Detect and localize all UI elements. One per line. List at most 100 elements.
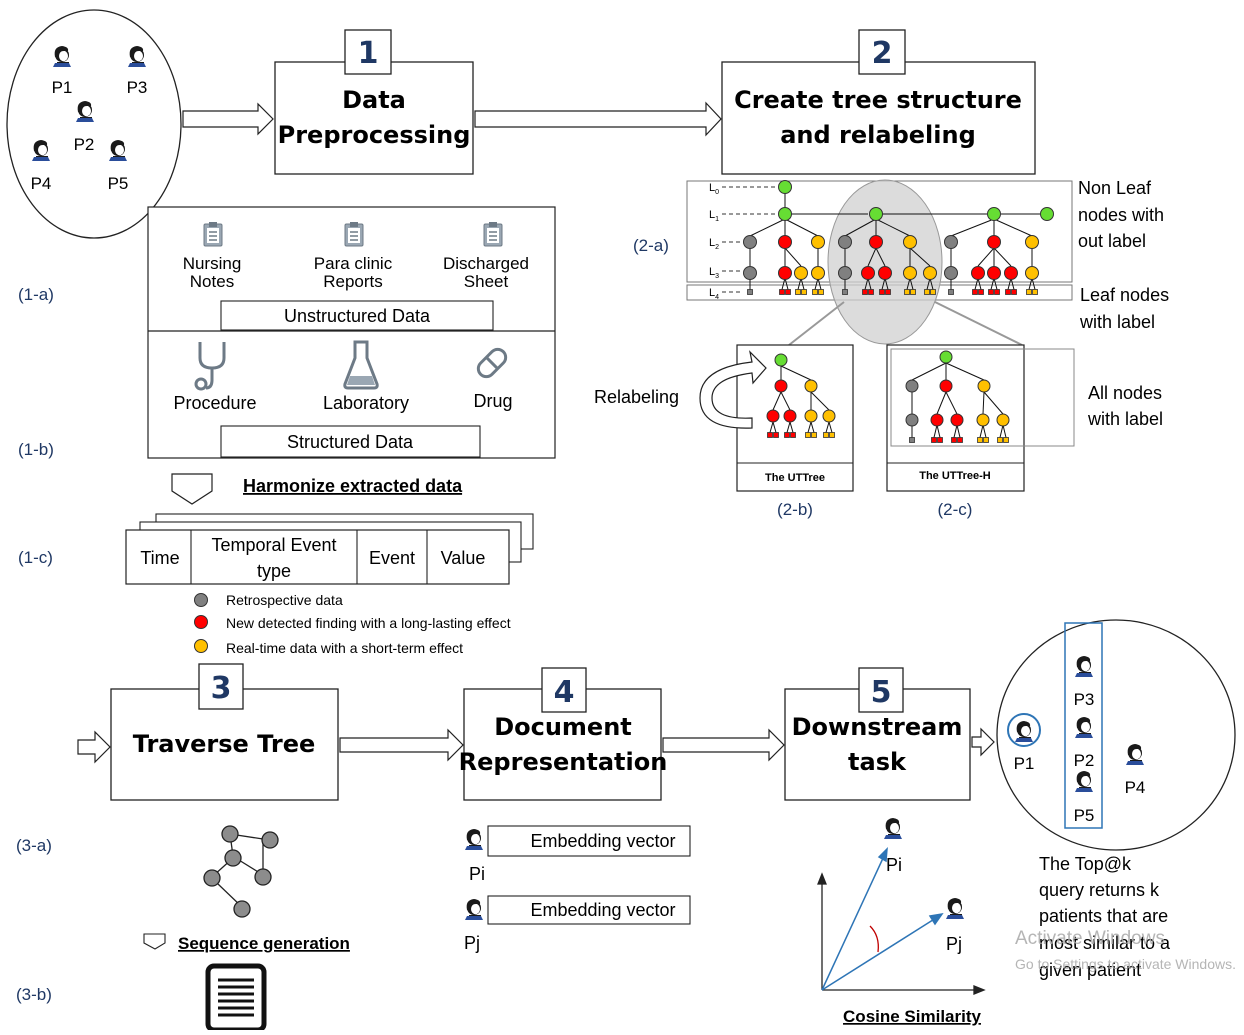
tree-leaf xyxy=(801,289,807,295)
tree-leaf xyxy=(957,437,963,443)
level-label: L2 xyxy=(709,237,719,251)
tree-node xyxy=(743,235,757,249)
record-col-type: type xyxy=(257,561,291,581)
tree-node xyxy=(996,413,1010,427)
document-icon xyxy=(205,963,267,1033)
legend-dot xyxy=(194,593,208,607)
ranked-patient-label: P3 xyxy=(1074,690,1095,709)
tree-node xyxy=(905,379,919,393)
tree-leaf xyxy=(924,289,930,295)
tree-node xyxy=(1004,266,1018,280)
tree-edge xyxy=(786,421,791,433)
tree-edge xyxy=(789,421,794,433)
tree-edge xyxy=(993,218,1033,237)
block-arrow xyxy=(77,730,111,764)
sources-box xyxy=(147,206,556,459)
unstructured-item: Nursing xyxy=(183,254,242,273)
embedding-patient: Pi xyxy=(469,864,485,884)
block-arrow xyxy=(971,727,995,757)
label-1c: (1-c) xyxy=(18,548,53,567)
tree-leaf xyxy=(790,432,796,438)
patient-label: P5 xyxy=(108,174,129,193)
legend-text: New detected finding with a long-lasting… xyxy=(226,615,511,631)
step4-number-box xyxy=(541,667,587,713)
tree-edge xyxy=(810,421,815,433)
relabeling-label: Relabeling xyxy=(594,387,679,407)
tree-leaf xyxy=(811,432,817,438)
tree-edge xyxy=(749,218,786,237)
step4-title: Representation xyxy=(459,748,668,776)
step5-title: task xyxy=(848,748,907,776)
tree-leaf xyxy=(785,289,791,295)
step2-title: and relabeling xyxy=(780,121,976,149)
tree-leaf xyxy=(1026,289,1032,295)
tree-edge xyxy=(772,421,777,433)
tree-node xyxy=(838,266,852,280)
tree-leaf xyxy=(910,289,916,295)
record-col-event: Event xyxy=(369,548,415,568)
embedding-vector-label: Embedding vector xyxy=(530,900,675,920)
tree-edge xyxy=(950,218,995,237)
unstructured-item: Reports xyxy=(323,272,383,291)
tree-node xyxy=(869,207,883,221)
step1-number: 1 xyxy=(358,36,379,71)
cosine-vectors xyxy=(821,847,944,991)
tree-leaf xyxy=(885,289,891,295)
svg-text:patients that are: patients that are xyxy=(1039,906,1168,926)
tree-node xyxy=(1025,266,1039,280)
leaf-label: Leaf nodes xyxy=(1080,285,1169,305)
step4-title: Document xyxy=(494,713,632,741)
tree-leaf xyxy=(983,437,989,443)
block-arrow xyxy=(339,728,464,762)
step1-box xyxy=(274,61,474,175)
tree-leaf xyxy=(773,432,779,438)
structured-item: Drug xyxy=(473,391,512,411)
clipboard-icon xyxy=(344,221,364,247)
patient-label: P2 xyxy=(74,135,95,154)
record-col-type: Temporal Event xyxy=(211,535,336,555)
graph-icon xyxy=(203,825,279,918)
step2-title: Create tree structure xyxy=(734,86,1022,114)
tree-edge xyxy=(780,391,791,411)
tree-leaf xyxy=(823,432,829,438)
tree-node xyxy=(944,235,958,249)
tree-leaf xyxy=(1005,289,1011,295)
tree-leaf xyxy=(1032,289,1038,295)
tree-leaf xyxy=(972,289,978,295)
tree-node xyxy=(976,413,990,427)
svg-text:query returns k: query returns k xyxy=(1039,880,1160,900)
unstructured-item: Sheet xyxy=(464,272,509,291)
label-1b: (1-b) xyxy=(18,440,54,459)
tree-edge xyxy=(982,424,987,438)
ranked-patient-label: P5 xyxy=(1074,806,1095,825)
tree-edge xyxy=(945,362,985,381)
block-arrow xyxy=(662,728,785,762)
tree-leaf xyxy=(904,289,910,295)
tree-2a xyxy=(743,180,1054,295)
tree-edge xyxy=(911,362,947,381)
svg-text:given patient: given patient xyxy=(1039,960,1141,980)
other-patient-label: P4 xyxy=(1125,778,1146,797)
tree-edge xyxy=(999,424,1004,438)
flask-icon xyxy=(343,340,379,390)
unstructured-item: Notes xyxy=(190,272,234,291)
patient-icon xyxy=(884,818,902,839)
tree-leaf xyxy=(868,289,874,295)
tree-node xyxy=(930,413,944,427)
angle-arc xyxy=(869,925,879,953)
tree-leaf xyxy=(994,289,1000,295)
tree-node xyxy=(778,235,792,249)
tree-leaf xyxy=(977,437,983,443)
tree-node xyxy=(804,409,818,423)
level-label: L4 xyxy=(709,287,719,301)
tree-node xyxy=(766,409,780,423)
nonleaf-label: nodes with xyxy=(1078,205,1164,225)
topk-text: The Top@k query returns k patients that … xyxy=(1039,854,1171,980)
tree-leaf xyxy=(818,289,824,295)
unstructured-item: Discharged xyxy=(443,254,529,273)
patient-label: P1 xyxy=(52,78,73,97)
tree-edge xyxy=(983,391,1004,415)
tree-node xyxy=(869,235,883,249)
tree-leaf xyxy=(948,289,954,295)
